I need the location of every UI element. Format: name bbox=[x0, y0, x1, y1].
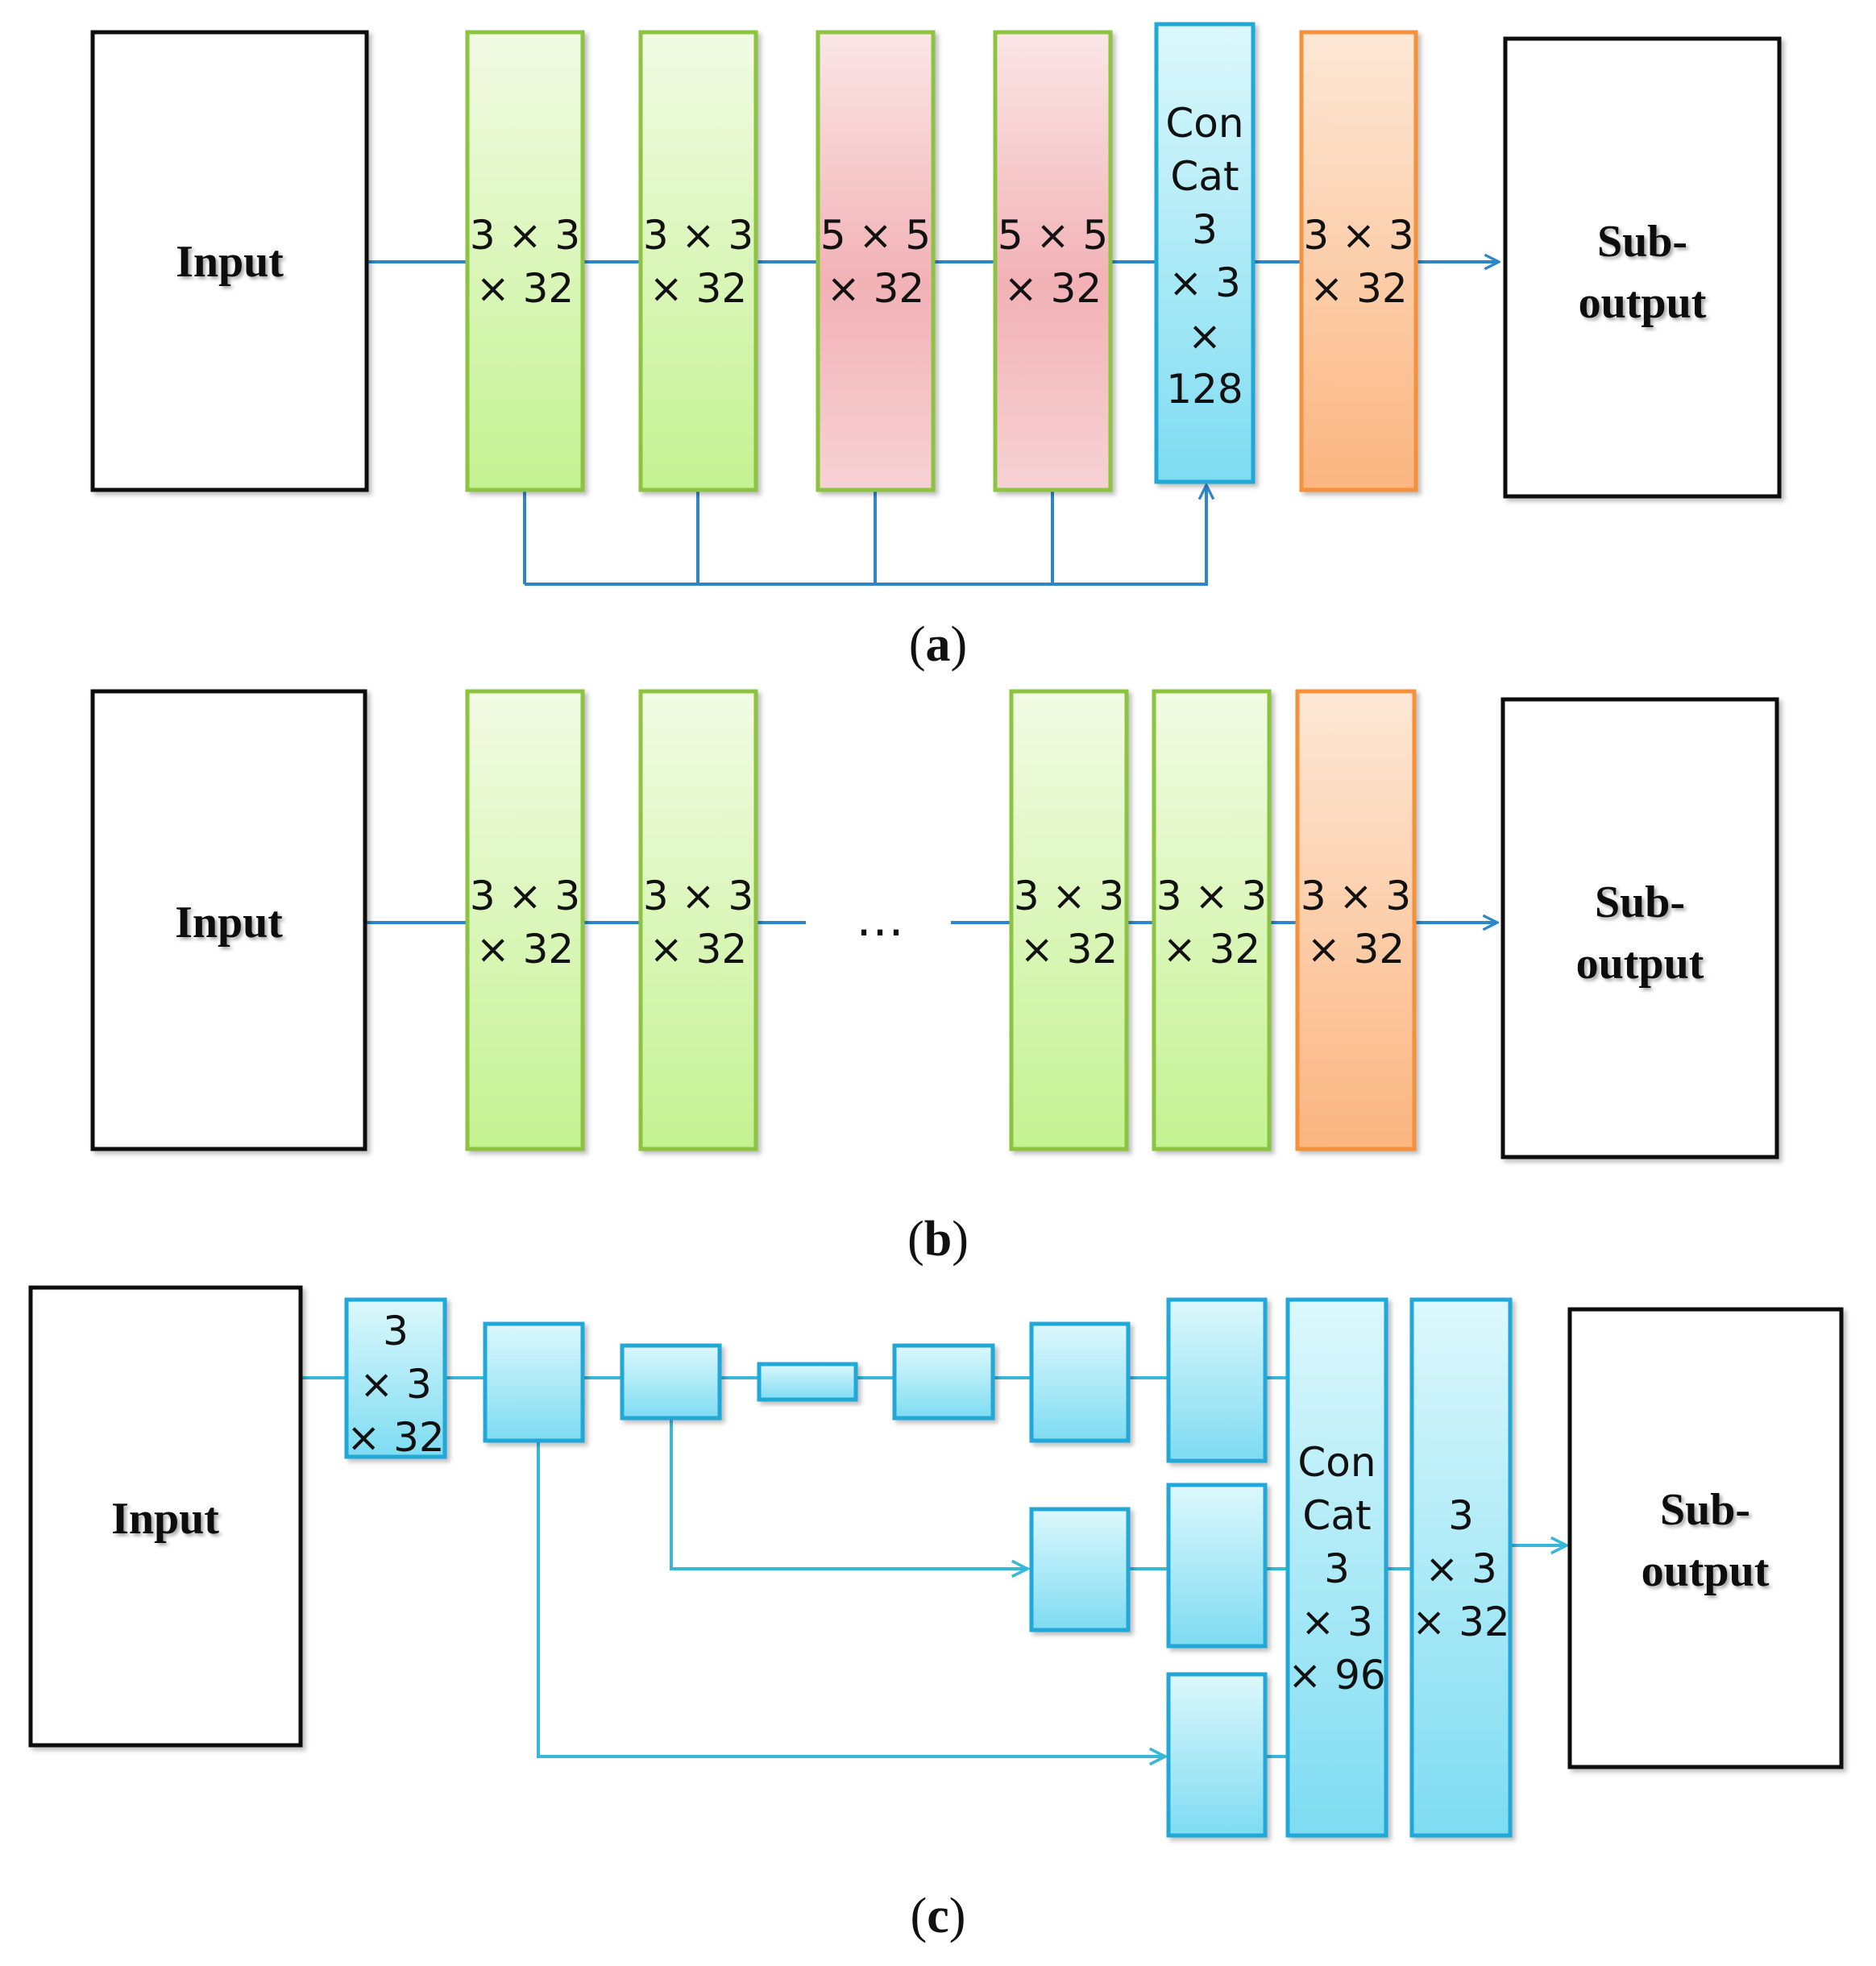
a-caption: (a) bbox=[909, 617, 967, 672]
a-block-6-label: 3 × 3× 32 bbox=[1303, 212, 1413, 312]
b-block-4-label: 3 × 3× 32 bbox=[1156, 873, 1267, 973]
b-output-box bbox=[1500, 697, 1779, 1159]
a-block-5 bbox=[1154, 22, 1256, 484]
c-first-block bbox=[344, 1297, 447, 1459]
b-input-label: Input bbox=[175, 898, 283, 948]
a-block-4-label: 5 × 5× 32 bbox=[998, 212, 1108, 312]
a-block-3 bbox=[816, 30, 936, 492]
c-block-6 bbox=[1029, 1321, 1131, 1443]
a-block-4 bbox=[993, 30, 1113, 492]
b-block-3-label: 3 × 3× 32 bbox=[1014, 873, 1124, 973]
b-block-2-label: 3 × 3× 32 bbox=[643, 873, 753, 973]
b-block-5 bbox=[1295, 689, 1417, 1151]
c-branch2-block-2 bbox=[1166, 1483, 1268, 1649]
c-branch3-arrow bbox=[537, 1442, 1165, 1757]
c-block-3 bbox=[620, 1343, 722, 1421]
c-block-2 bbox=[483, 1321, 585, 1443]
c-branch2-arrow bbox=[670, 1418, 1027, 1569]
b-block-2 bbox=[638, 689, 758, 1151]
b-ellipsis: … bbox=[856, 891, 904, 948]
a-input-box bbox=[90, 30, 369, 492]
b-caption: (b) bbox=[907, 1212, 969, 1267]
b-block-1-label: 3 × 3× 32 bbox=[470, 873, 580, 973]
b-ellipsis-gap bbox=[806, 908, 951, 937]
b-block-3 bbox=[1009, 689, 1129, 1151]
a-skip-to-concat-arrow bbox=[525, 485, 1206, 586]
a-block-3-label: 5 × 5× 32 bbox=[820, 212, 931, 312]
b-output-label: Sub-output bbox=[1576, 877, 1704, 989]
c-branch2-block-1 bbox=[1029, 1507, 1131, 1632]
b-block-4 bbox=[1152, 689, 1272, 1151]
c-block-5 bbox=[892, 1343, 995, 1421]
c-last-block-label: 3× 3× 32 bbox=[1412, 1492, 1509, 1645]
a-block-2 bbox=[638, 30, 758, 492]
b-input-box bbox=[90, 689, 367, 1151]
a-output-box bbox=[1503, 36, 1782, 499]
a-block-1-label: 3 × 3× 32 bbox=[470, 212, 580, 312]
c-concat-block bbox=[1285, 1297, 1388, 1838]
c-input-label: Input bbox=[111, 1494, 219, 1544]
a-input-label: Input bbox=[176, 237, 284, 287]
c-output-box bbox=[1567, 1307, 1844, 1769]
c-input-box bbox=[28, 1285, 303, 1748]
c-block-4 bbox=[757, 1362, 858, 1402]
b-block-5-label: 3 × 3× 32 bbox=[1301, 873, 1411, 973]
a-block-6 bbox=[1299, 30, 1418, 492]
c-output-label: Sub-output bbox=[1642, 1485, 1770, 1596]
c-branch3-block bbox=[1166, 1672, 1268, 1838]
a-block-1 bbox=[465, 30, 585, 492]
c-last-block bbox=[1409, 1297, 1513, 1838]
c-caption: (c) bbox=[911, 1889, 966, 1943]
a-block-2-label: 3 × 3× 32 bbox=[643, 212, 753, 312]
a-output-label: Sub-output bbox=[1579, 217, 1707, 328]
c-first-block-label: 3× 3× 32 bbox=[347, 1308, 444, 1461]
b-block-1 bbox=[465, 689, 585, 1151]
c-block-7 bbox=[1166, 1297, 1268, 1463]
